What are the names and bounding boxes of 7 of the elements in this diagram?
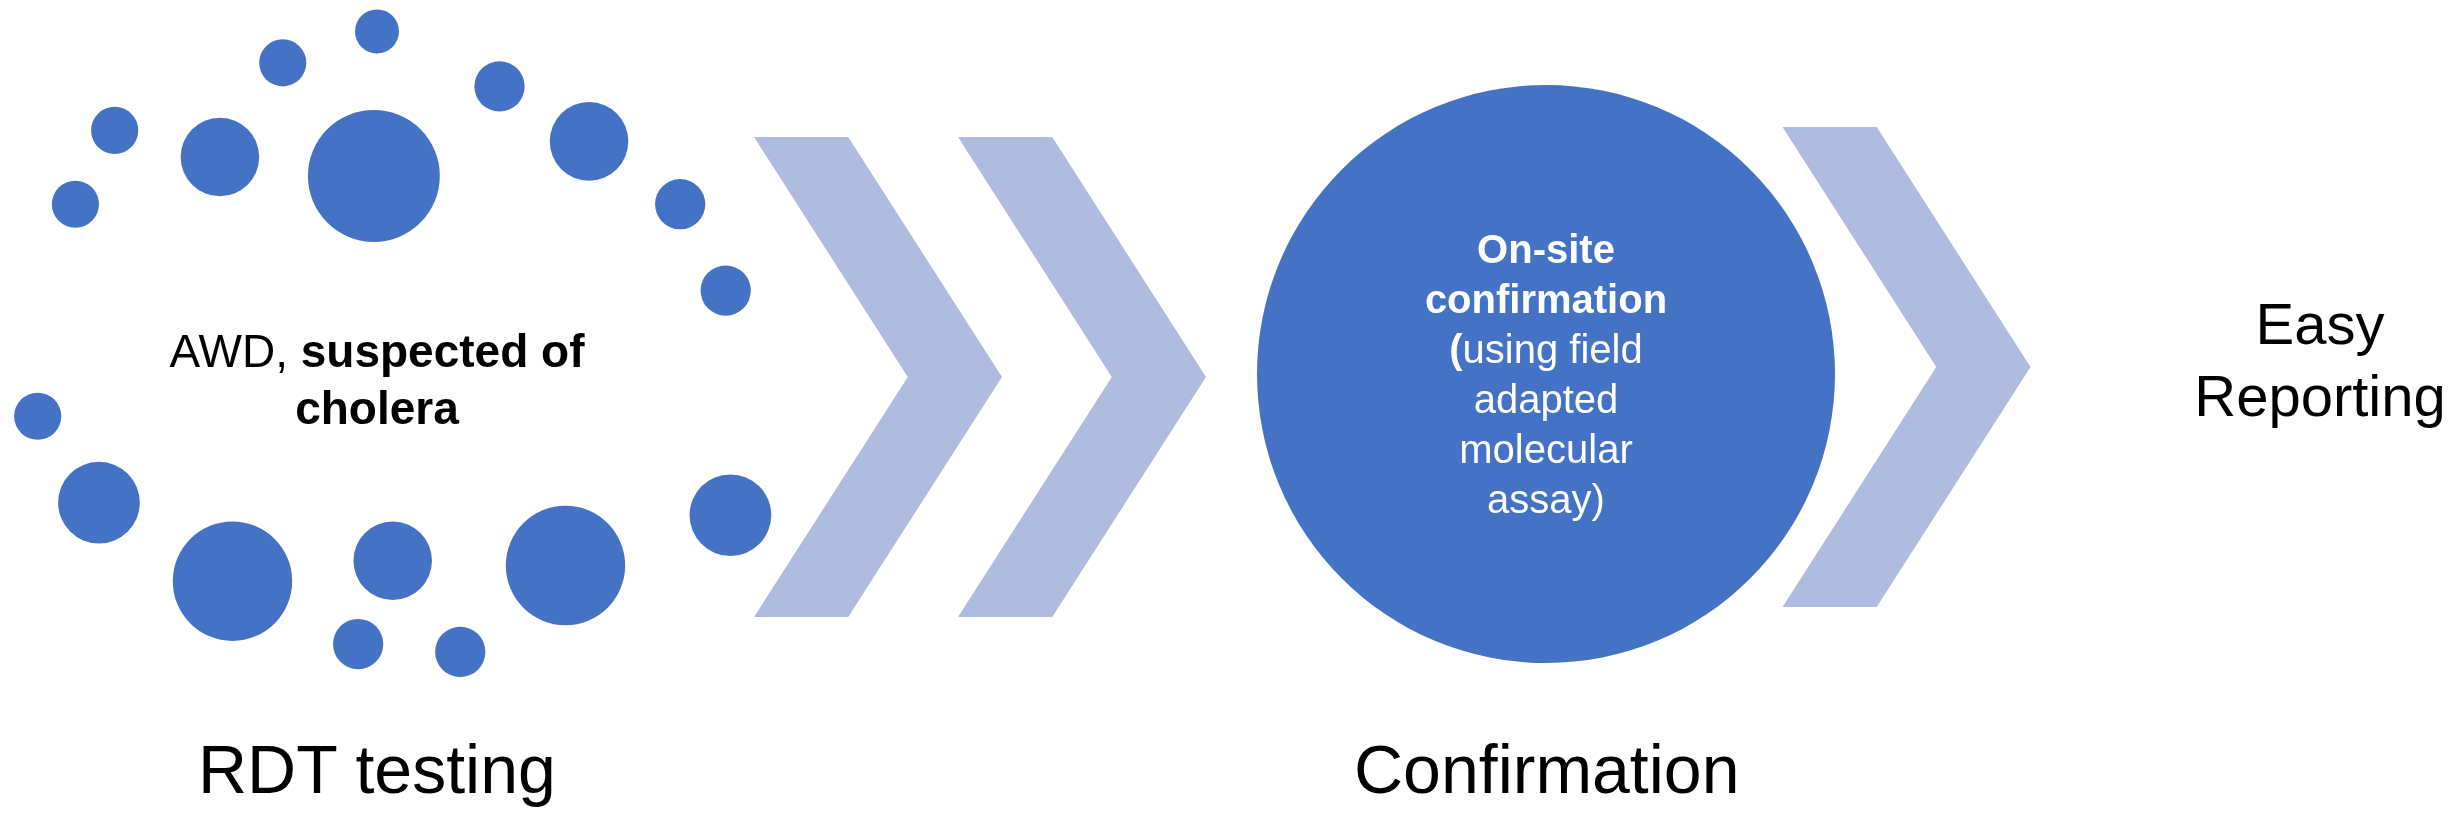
step-label: Easy Reporting bbox=[2193, 289, 2447, 430]
step-label: AWD, suspected of cholera bbox=[168, 323, 586, 436]
stage-caption: RDT testing bbox=[198, 730, 556, 808]
chevron-arrow bbox=[754, 137, 1206, 617]
chevron-arrow bbox=[1782, 127, 2031, 607]
stage-caption: Confirmation bbox=[1354, 730, 1740, 808]
step-description: On-site confirmation (using field adapted molecular assay) bbox=[1423, 226, 1669, 523]
